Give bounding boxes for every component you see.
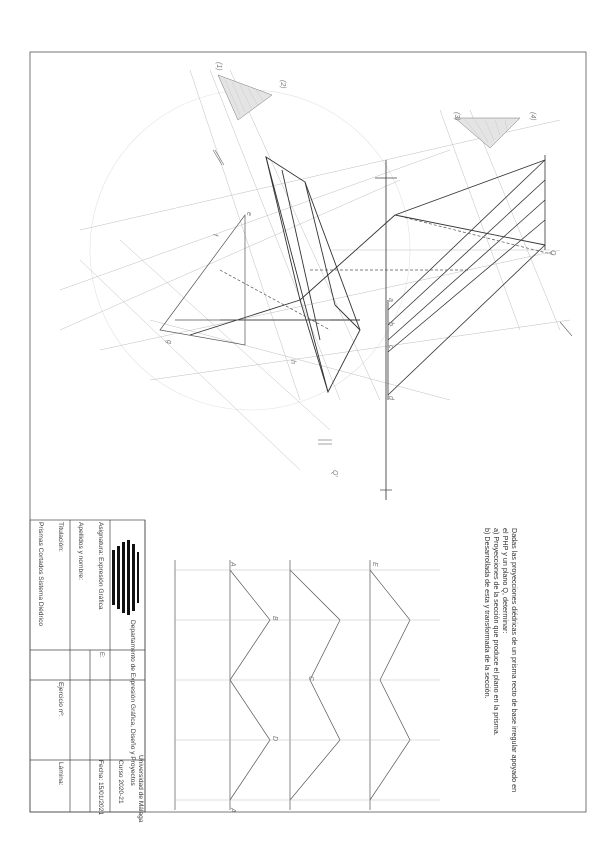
hatched-triangle-right	[454, 117, 521, 149]
dev-label-D: D	[271, 736, 278, 742]
ejercicio-field: Ejercicio nº:	[57, 682, 64, 717]
hatched-triangle-left	[217, 74, 273, 121]
label-point-f: f	[211, 234, 218, 236]
label-point-c: c	[387, 345, 394, 349]
department-name: Departamento de Expresión Gráfica, Diseñ…	[129, 620, 136, 786]
course-year: Curso 2020-21	[117, 760, 124, 804]
label-point-e: e	[245, 212, 252, 216]
dev-label-E: E	[371, 562, 378, 567]
development-diagram	[174, 560, 411, 810]
label-plane-q-prime: Q'	[331, 470, 338, 477]
label-top-left: (1)	[215, 62, 222, 71]
hidden-edges	[219, 214, 556, 331]
prism-outline	[189, 155, 546, 394]
dev-label-B: B	[271, 616, 278, 621]
label-plane-q: Q	[549, 250, 556, 256]
prism-plan	[387, 155, 546, 400]
label-point-d: d	[387, 396, 394, 400]
statement-line-2: el PHP y un plano Q, determinar:	[501, 528, 510, 634]
date-field: Fecha: 15/01/2021	[97, 760, 104, 815]
tick-marks	[212, 149, 573, 445]
label-point-b: b	[387, 322, 394, 326]
label-top-right-2: (4)	[529, 112, 536, 121]
dev-label-A-top: A	[229, 562, 236, 567]
label-point-a: a	[387, 298, 394, 302]
lamina-field: Lámina:	[57, 762, 64, 786]
section-triangle	[159, 213, 330, 346]
development-construction	[175, 569, 440, 801]
label-point-g: g	[165, 340, 172, 344]
label-top-mid: (2)	[279, 80, 286, 89]
sheet-frame	[29, 51, 587, 813]
label-point-h: h	[289, 360, 296, 364]
statement-line-1: Dadas las proyecciones diédricas de un p…	[510, 528, 519, 793]
dev-label-A-bottom: A	[229, 808, 236, 813]
statement-line-4: b) Desarrollada de esta y transformada d…	[483, 528, 492, 699]
label-top-right-1: (3)	[453, 112, 460, 121]
university-name: Universidad de Málaga	[137, 755, 144, 823]
escala-field: E:	[98, 652, 104, 658]
dev-label-C: C	[307, 676, 314, 682]
university-logo	[112, 540, 139, 615]
titulacion-label: Titulación:	[57, 522, 64, 552]
statement-line-3: a) Proyecciones de la sección que produc…	[492, 528, 501, 736]
subject-name: Asignatura: Expresión Gráfica	[97, 522, 104, 610]
exercise-title: Prismas Cortados Sistema Diédrico	[37, 522, 44, 627]
author-label: Apellidos y nombre:	[77, 522, 84, 580]
title-block-grid	[29, 519, 146, 813]
